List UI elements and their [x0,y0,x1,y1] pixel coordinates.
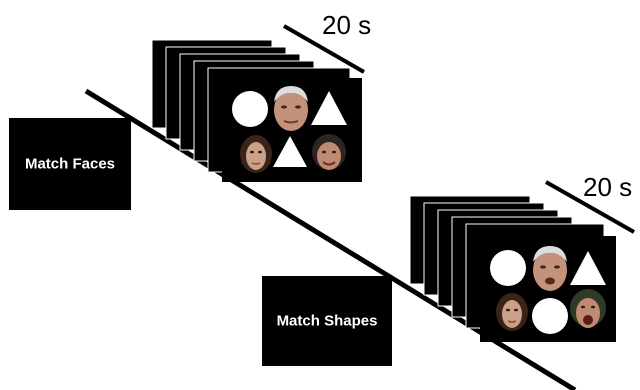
circle-shape [532,298,568,334]
face-older-man [274,86,308,131]
face-young-woman [240,135,272,173]
match-shapes-label: Match Shapes [276,312,378,330]
face-older-woman [312,134,346,170]
triangle-shape [570,251,606,285]
match-faces-box: Match Faces [9,118,131,210]
match-faces-label: Match Faces [24,155,116,173]
triangle-shape [311,91,347,125]
circle-shape [232,91,268,127]
face-older-woman-screaming [570,289,606,328]
faces-card-stack [151,39,362,182]
duration-marker-shapes [545,180,635,234]
triangle-shape [273,136,307,167]
face-older-man [533,246,567,291]
duration-label-faces: 20 s [322,10,372,40]
circle-shape [490,250,526,286]
face-young-woman [496,293,528,331]
duration-marker-faces [283,24,365,74]
duration-label-shapes: 20 s [583,172,633,202]
shapes-card-stack [409,195,616,342]
match-shapes-box: Match Shapes [262,276,392,366]
